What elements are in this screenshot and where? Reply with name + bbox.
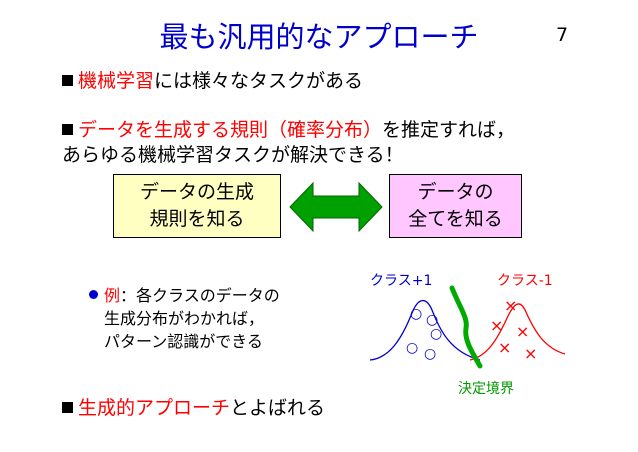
example-line-1-text: ：各クラスのデータの: [120, 286, 280, 305]
box-left-line-1: データの生成: [139, 181, 254, 203]
class-distribution-diagram: クラス+1 クラス-1 決定境界 ○ ○ ○ ○ ○ × × × × ×: [360, 268, 570, 398]
example-line-3: パターン認識ができる: [104, 332, 263, 351]
class-pos-point: ○: [430, 326, 443, 342]
round-bullet-icon: [89, 290, 98, 299]
bullet-3: 生成的アプローチとよばれる: [62, 396, 325, 420]
bullet-2: データを生成する規則（確率分布）を推定すれば，: [62, 118, 515, 142]
class-neg-point: ×: [516, 322, 530, 341]
class-pos-point: ○: [410, 306, 423, 322]
bullet-2-continuation: あらゆる機械学習タスクが解決できる！: [62, 144, 404, 166]
box-right-line-1: データの: [417, 181, 494, 203]
class-neg-label: クラス-1: [497, 273, 553, 289]
bullet-1-text: には様々なタスクがある: [154, 70, 364, 92]
class-pos-point: ○: [424, 346, 437, 362]
class-pos-point: ○: [426, 312, 439, 328]
class-neg-point: ×: [524, 344, 538, 363]
distribution-curves-svg: [369, 285, 566, 369]
example-keyword: 例: [104, 286, 121, 305]
box-left-line-2: 規則を知る: [149, 208, 245, 230]
square-bullet-icon: [62, 75, 73, 86]
bullet-3-text: とよばれる: [230, 397, 326, 419]
bullet-1: 機械学習には様々なタスクがある: [62, 69, 363, 93]
bullet-2-text: を推定すれば，: [382, 119, 516, 141]
bullet-3-highlight: 生成的アプローチ: [78, 397, 231, 419]
bullet-1-highlight: 機械学習: [78, 70, 155, 92]
class-pos-point: ○: [406, 340, 419, 356]
class-pos-label: クラス+1: [370, 273, 433, 289]
square-bullet-icon: [62, 402, 73, 413]
slide-title: 最も汎用的なアプローチ: [159, 20, 479, 54]
class-neg-point: ×: [490, 316, 504, 335]
decision-boundary-label: 決定境界: [458, 381, 514, 397]
class-neg-curve: [469, 303, 566, 361]
example-line-2: 生成分布がわかれば，: [104, 309, 265, 328]
decision-boundary-line: [449, 285, 483, 369]
box-right-line-2: 全てを知る: [408, 208, 503, 230]
know-all-data-box: データの 全てを知る: [389, 174, 522, 238]
class-neg-point: ×: [504, 296, 518, 315]
page-number: 7: [556, 24, 569, 46]
example-line-1: 例：各クラスのデータの: [89, 284, 280, 307]
class-pos-curve: [369, 299, 481, 361]
class-neg-point: ×: [498, 338, 512, 357]
double-arrow-icon: [289, 181, 383, 233]
bullet-2-highlight: データを生成する規則（確率分布）: [78, 119, 383, 141]
example-block: 例：各クラスのデータの 生成分布がわかれば， パターン認識ができる: [89, 284, 280, 353]
know-generation-rule-box: データの生成 規則を知る: [113, 174, 281, 238]
square-bullet-icon: [62, 124, 73, 135]
